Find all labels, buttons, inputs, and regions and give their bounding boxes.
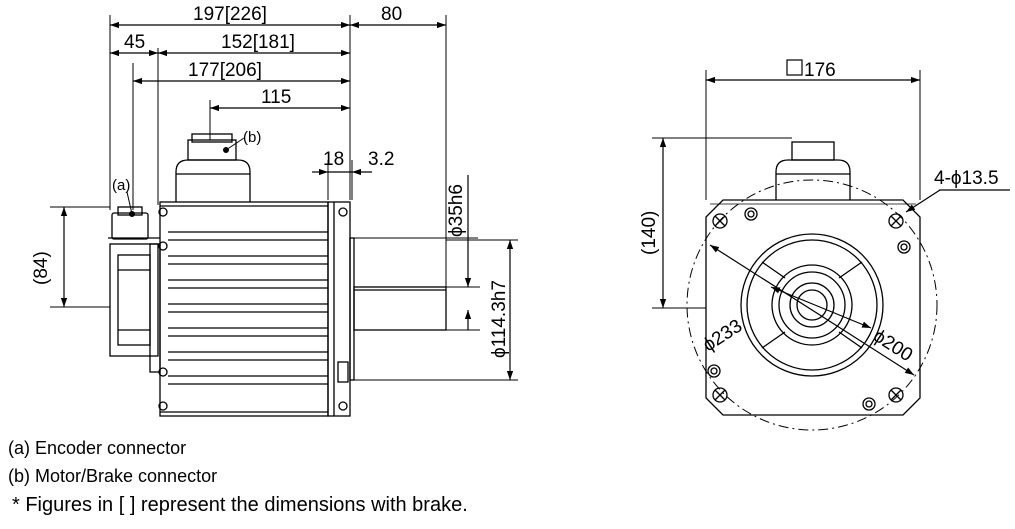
square-symbol xyxy=(786,59,803,76)
front-flange xyxy=(705,199,921,416)
pcd-circle xyxy=(686,179,938,431)
dim-pilot-circle: ϕ200 xyxy=(869,326,916,367)
footnote: * Figures in [ ] represent the dimension… xyxy=(12,494,468,516)
spigot-rings xyxy=(740,233,884,377)
dim-total-length: 197[226] xyxy=(193,4,267,25)
dim-flange-square: 176 xyxy=(804,60,836,81)
legend-motor-brake-connector: (b) Motor/Brake connector xyxy=(8,466,218,486)
front-connector xyxy=(775,141,851,200)
dim-shaft-length: 80 xyxy=(381,4,402,25)
label-leaders xyxy=(126,137,245,217)
side-view xyxy=(50,15,518,417)
legend-encoder-connector: (a) Encoder connector xyxy=(8,438,187,458)
dim-front-height: (140) xyxy=(639,211,660,255)
front-dimension-lines xyxy=(659,76,1010,376)
dim-mounting-holes: 4-ϕ13.5 xyxy=(934,168,999,189)
dim-shaft-diameter: ϕ35h6 xyxy=(446,184,467,237)
dim-encoder-length: 45 xyxy=(124,32,145,53)
flange-bolts xyxy=(707,207,911,411)
dim-flange-thickness: 18 xyxy=(323,149,344,170)
dim-spigot-length: 3.2 xyxy=(368,149,394,170)
dimension-lines xyxy=(60,21,514,380)
motor-body xyxy=(158,201,329,417)
dim-spigot-diameter: ϕ114.3h7 xyxy=(489,280,510,358)
mounting-holes xyxy=(712,213,904,403)
shaft xyxy=(353,286,447,331)
dim-connector-position: 115 xyxy=(261,87,291,108)
encoder-housing xyxy=(108,206,161,373)
label-motor-connector: (b) xyxy=(243,129,261,146)
front-view xyxy=(652,70,1010,431)
front-extension-lines xyxy=(652,70,921,309)
dim-body-full-length: 177[206] xyxy=(188,60,262,81)
dim-body-length: 152[181] xyxy=(221,32,295,53)
dim-encoder-height: (84) xyxy=(31,251,52,285)
label-encoder-connector: (a) xyxy=(112,177,130,194)
flange xyxy=(327,201,355,417)
power-connector xyxy=(175,133,251,202)
